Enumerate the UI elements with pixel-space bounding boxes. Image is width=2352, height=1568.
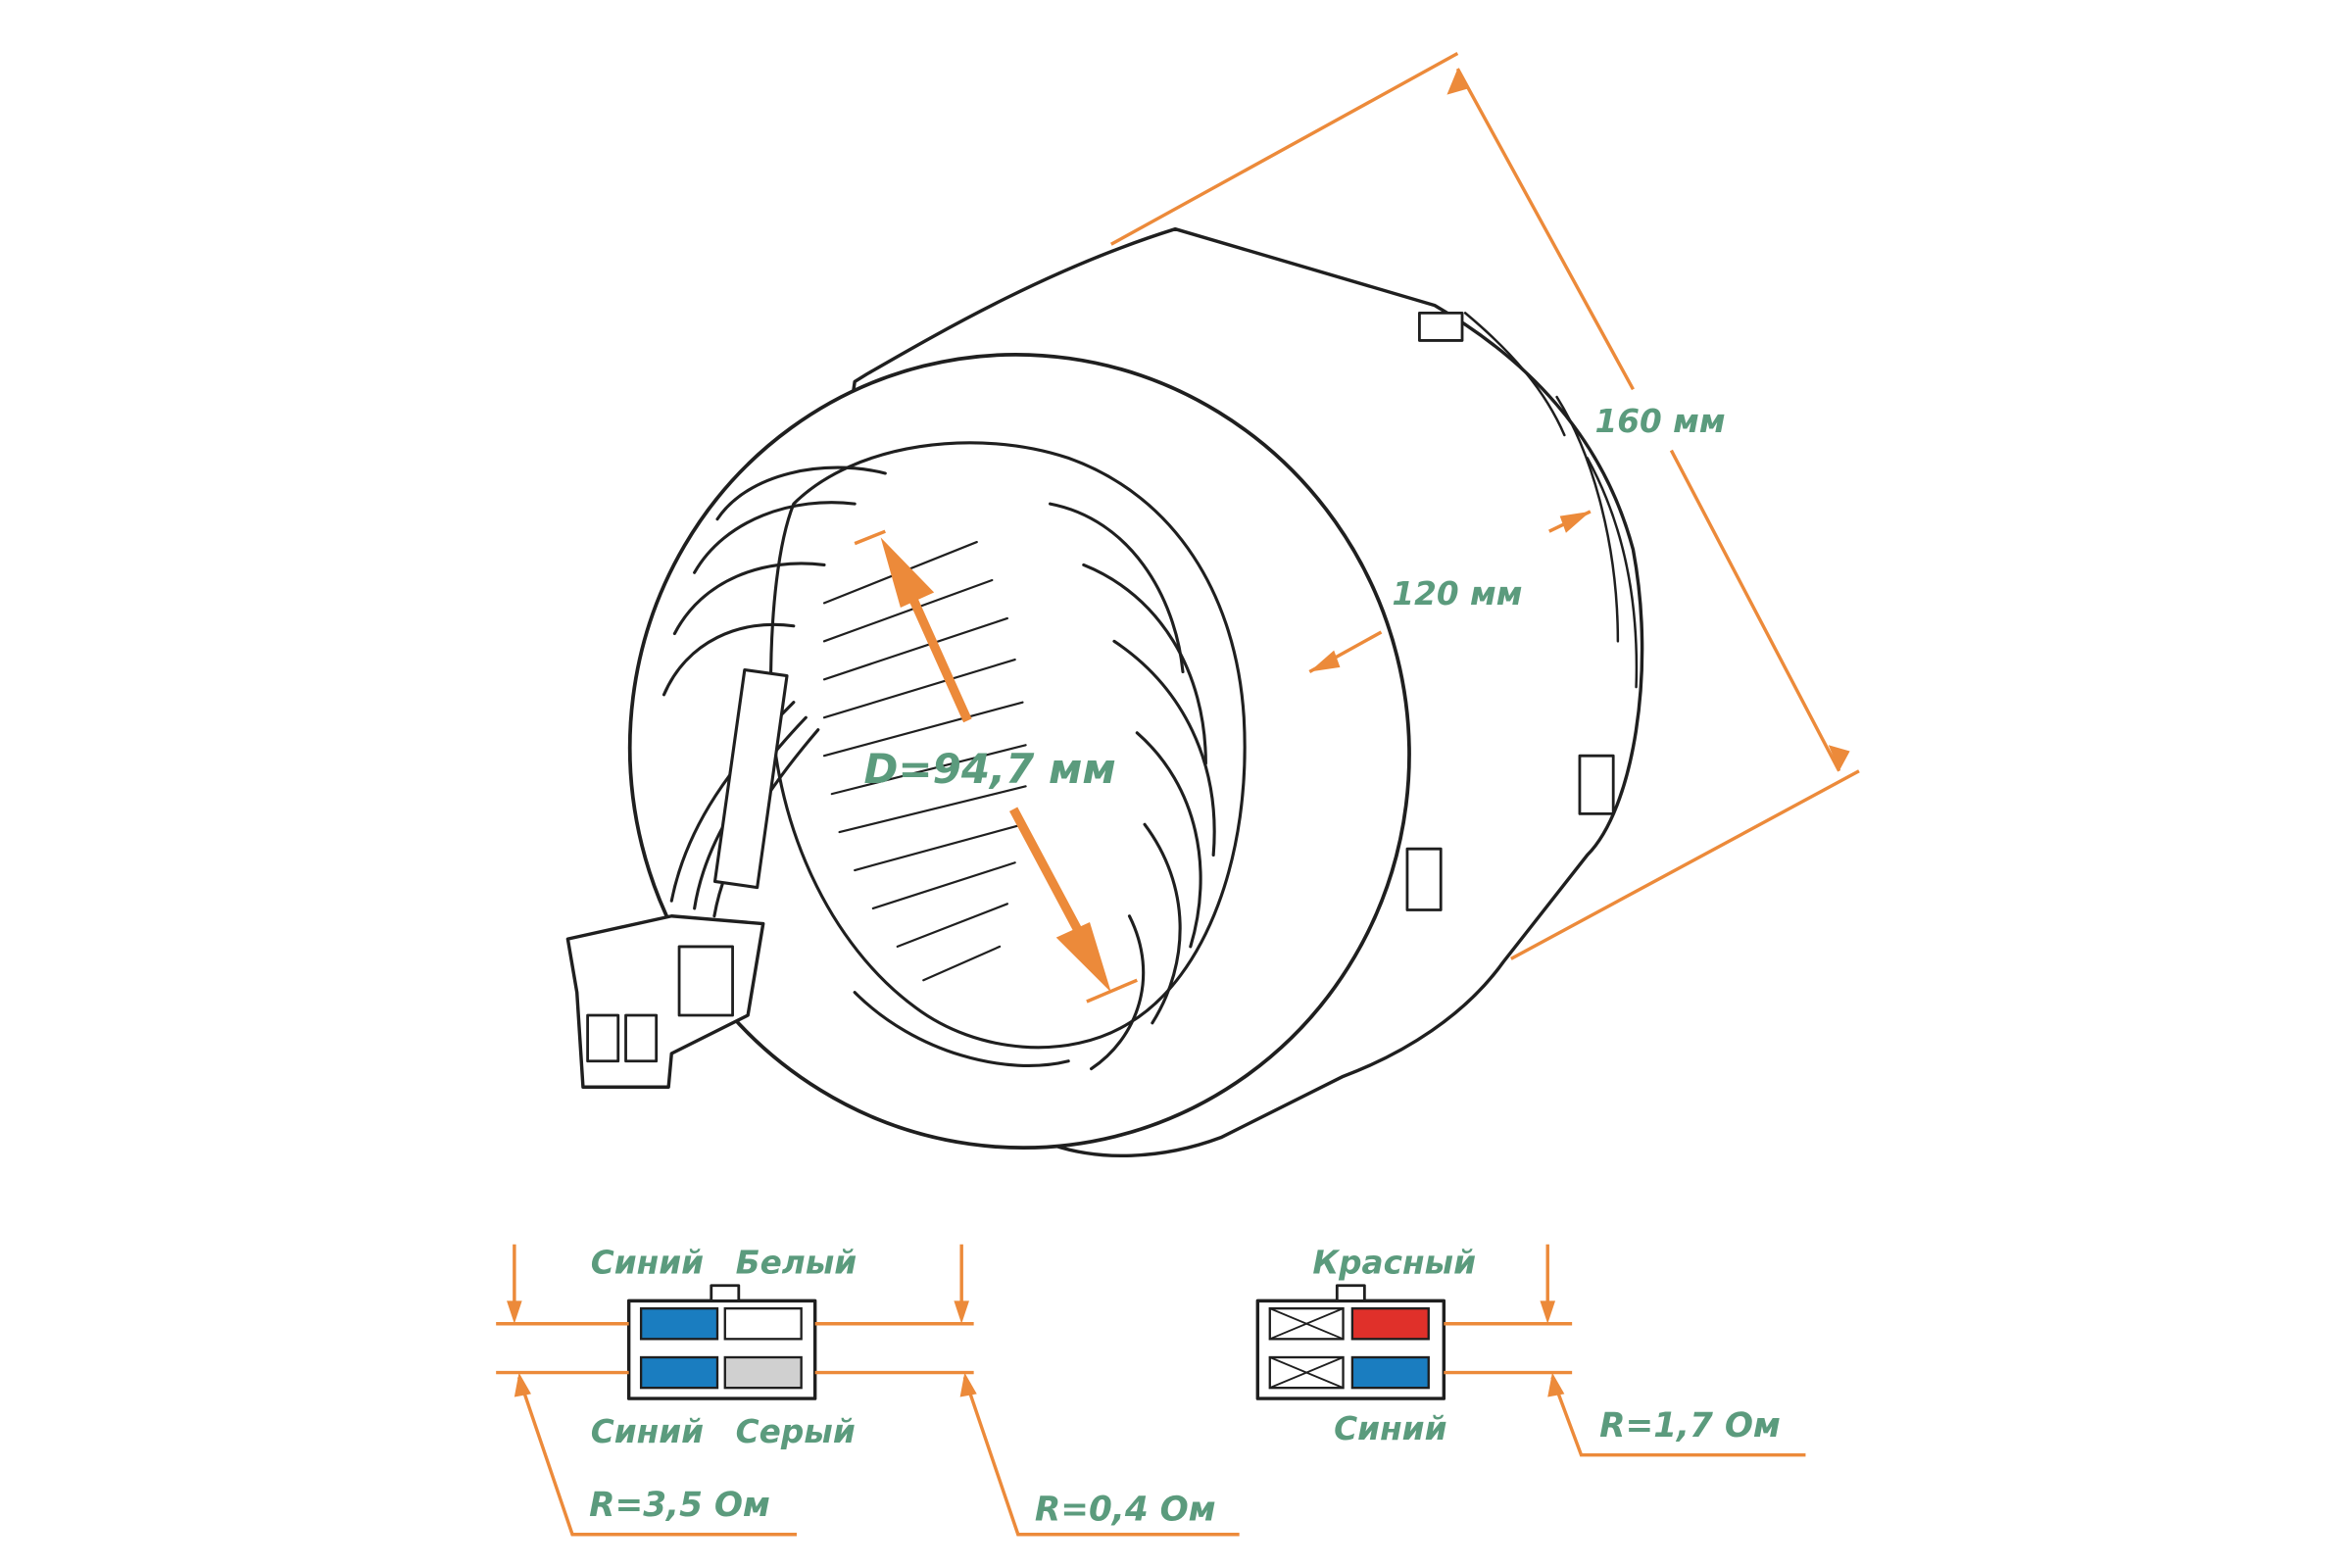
harness-plug: [565, 914, 765, 1089]
shell-edge-hatching: [1463, 312, 1639, 689]
shell-tabs: [1405, 311, 1615, 911]
connector-right-empty-slot-top: [1268, 1306, 1345, 1341]
stator-slots: [822, 540, 1027, 982]
connector-right-empty-slot-bottom: [1268, 1355, 1345, 1390]
resistance-3-5-label: R=3,5 Ом: [589, 1486, 770, 1525]
connector-right-latch: [1335, 1284, 1366, 1302]
dimension-160: [1109, 52, 1860, 960]
connector-left-pin-blue-top: [639, 1306, 719, 1341]
connector-left-resistance-lines: [496, 1244, 1240, 1537]
inner-diameter-dimension-label: D=94,7 мм: [864, 745, 1116, 793]
connector-left-bottom-left-label: Синий: [591, 1413, 704, 1450]
connector-left-latch: [710, 1284, 741, 1302]
connector-right-top-label: Красный: [1312, 1244, 1476, 1281]
stator-illustration: [565, 226, 1644, 1157]
dimension-120: [1308, 510, 1592, 673]
connector-right-pin-red: [1350, 1306, 1430, 1341]
connector-right-pin-blue: [1350, 1355, 1430, 1390]
dimension-diameter: [854, 529, 1138, 1004]
length-dimension-label: 160 мм: [1595, 403, 1726, 440]
core-length-dimension-label: 120 мм: [1392, 575, 1522, 612]
lead-wire-bundle: [669, 667, 820, 918]
connector-left-top-left-label: Синий: [591, 1244, 704, 1281]
connector-left: [626, 1284, 817, 1400]
resistance-0-4-label: R=0,4 Ом: [1035, 1491, 1216, 1530]
connector-left-pin-gray: [723, 1355, 803, 1390]
connector-right: [1255, 1284, 1446, 1400]
connector-right-resistance-lines: [1444, 1244, 1806, 1457]
resistance-1-7-label: R=1,7 Ом: [1599, 1406, 1781, 1446]
connector-left-pin-blue-bottom: [639, 1355, 719, 1390]
connector-left-pin-white: [723, 1306, 803, 1341]
connector-left-bottom-right-label: Серый: [736, 1413, 856, 1450]
winding-coils: [662, 466, 1216, 1071]
connector-left-top-right-label: Белый: [736, 1244, 858, 1281]
connector-right-bottom-label: Синий: [1334, 1410, 1446, 1447]
